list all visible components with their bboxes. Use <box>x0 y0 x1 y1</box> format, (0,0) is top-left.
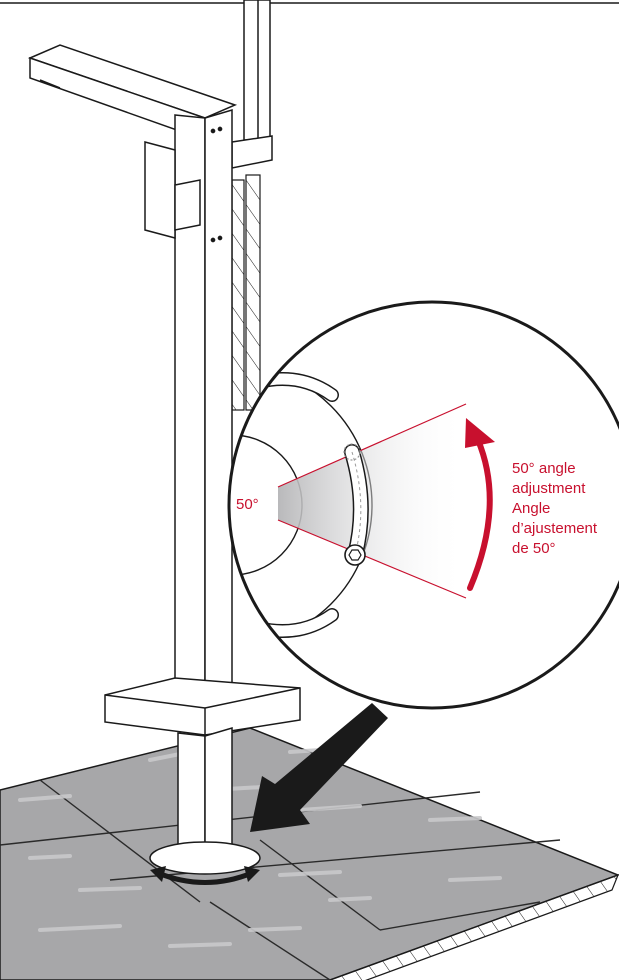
callout-line-2: adjustment <box>512 480 586 497</box>
hex-bolt <box>344 544 366 566</box>
callout-line-4: d’ajustement <box>512 520 598 537</box>
angle-label: 50° <box>236 496 259 513</box>
callout-line-5: de 50° <box>512 540 556 557</box>
callout-line-1: 50° angle <box>512 460 576 477</box>
double-arrow-rotation-icon <box>150 866 260 885</box>
callout-line-3: Angle <box>512 500 550 517</box>
big-arrow-icon <box>250 703 388 832</box>
detail-magnifier: 50° 50° angle adjustment Angle d’ajustem… <box>227 300 619 710</box>
angle-callout: 50° angle adjustment Angle d’ajustement … <box>512 460 598 557</box>
angle-sector <box>278 404 466 598</box>
floor <box>0 727 619 980</box>
faucet-column <box>27 44 301 875</box>
curved-arrow-icon <box>465 418 495 591</box>
flexible-hoses <box>231 174 261 411</box>
shower-riser <box>231 0 273 169</box>
